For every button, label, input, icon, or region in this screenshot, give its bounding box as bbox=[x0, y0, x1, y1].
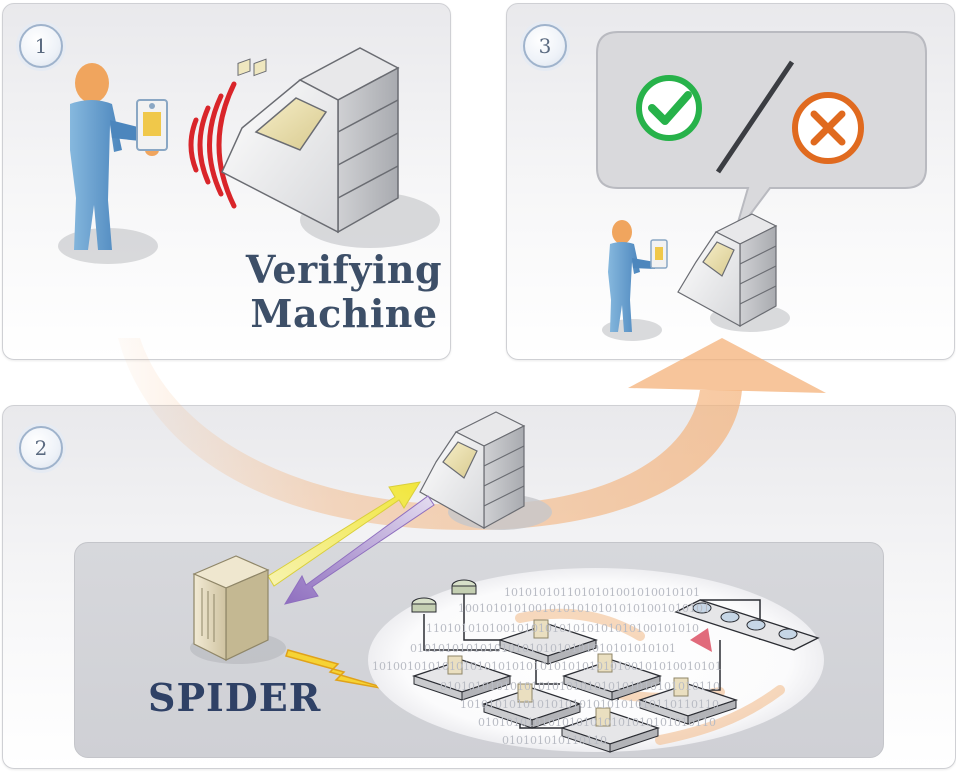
person-icon bbox=[608, 220, 655, 332]
verifying-kiosk-icon bbox=[677, 213, 790, 332]
step-3-badge: 3 bbox=[523, 24, 567, 68]
binary-row: 0101010101010101010101010101010101010110 bbox=[440, 680, 720, 693]
id-card-icon bbox=[650, 239, 668, 269]
person-icon bbox=[70, 63, 159, 250]
caption-line-1: Verifying bbox=[245, 247, 443, 292]
server-tower-icon bbox=[190, 555, 286, 664]
verifying-kiosk-icon bbox=[419, 411, 552, 530]
binary-row: 1010101010101010101010101010110110110 bbox=[460, 698, 719, 711]
network-node bbox=[411, 655, 513, 701]
verifying-machine-caption: Verifying Machine bbox=[232, 248, 456, 336]
verifying-kiosk-icon bbox=[221, 47, 440, 248]
binary-text: 1010101011010101001010010101 10010101010… bbox=[372, 586, 722, 747]
flow-arrow bbox=[118, 338, 826, 530]
network-node bbox=[559, 707, 661, 753]
step-1-badge: 1 bbox=[19, 24, 63, 68]
binary-row: 010101010110110 bbox=[502, 734, 607, 747]
database-disks bbox=[411, 579, 477, 613]
network-node bbox=[497, 619, 599, 665]
result-bubble bbox=[596, 31, 927, 237]
spider-caption: SPIDER bbox=[148, 675, 322, 720]
binary-row: 0101010101010101010101010101010110 bbox=[478, 716, 716, 729]
storage-array bbox=[674, 599, 820, 652]
binary-row: 01010101010101010101010101010101010101 bbox=[410, 642, 676, 655]
step-2-badge: 2 bbox=[19, 426, 63, 470]
network-node bbox=[637, 677, 739, 725]
network-nodes bbox=[411, 579, 820, 753]
lightning-bolt-icon bbox=[285, 649, 393, 691]
request-arrow bbox=[267, 481, 421, 587]
binary-row: 110101010100101010101010101010100101010 bbox=[426, 622, 699, 635]
binary-row: 1010101011010101001010010101 bbox=[504, 586, 700, 599]
binary-row: 100101010100101010101010101001010101 bbox=[458, 602, 710, 615]
network-node bbox=[561, 653, 663, 701]
check-icon bbox=[636, 75, 702, 141]
id-card-icon bbox=[136, 99, 168, 151]
cross-icon bbox=[792, 92, 864, 164]
network-node bbox=[481, 683, 583, 729]
caption-line-2: Machine bbox=[250, 291, 438, 336]
binary-row: 1010010101010101010101010101010101010010… bbox=[372, 660, 722, 673]
wireless-signal-icon bbox=[188, 81, 237, 209]
response-arrow bbox=[283, 495, 435, 605]
